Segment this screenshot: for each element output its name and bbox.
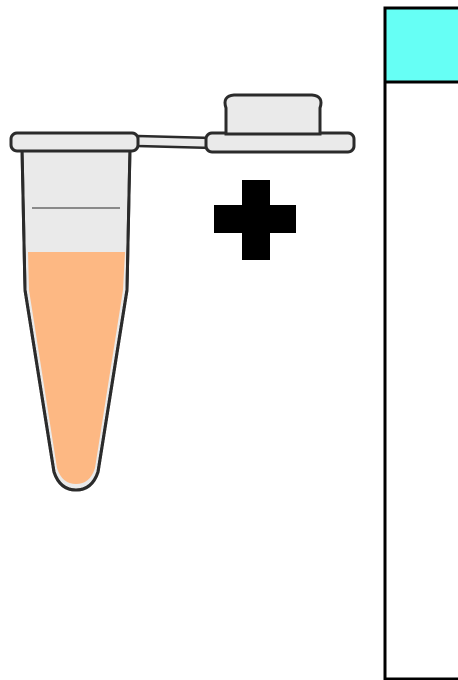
test-strip	[385, 8, 458, 679]
tube-cap-flange	[206, 133, 354, 152]
test-strip-body	[385, 8, 458, 679]
tube-rim	[11, 133, 138, 151]
tube-liquid	[28, 252, 125, 484]
tube-cap-plug	[225, 95, 321, 134]
test-strip-header	[385, 8, 458, 82]
tube-hinge	[138, 136, 212, 148]
plus-icon	[214, 180, 296, 260]
microcentrifuge-tube-icon	[11, 95, 354, 490]
